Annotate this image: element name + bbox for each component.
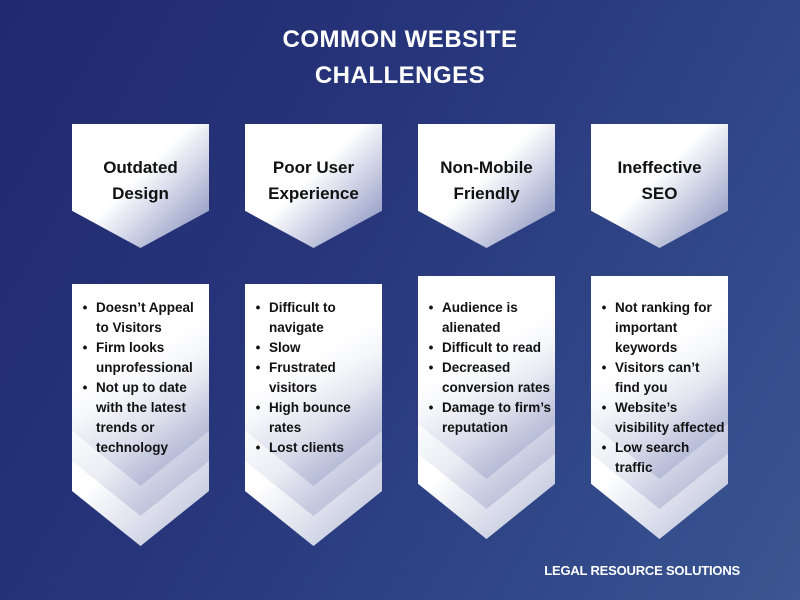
list-item-text: Visitors can’t find you — [615, 360, 700, 395]
list-item-text: Firm looks unprofessional — [96, 340, 193, 375]
list-item-text: Slow — [269, 340, 301, 355]
chevron-layer — [591, 276, 728, 509]
bullet-icon: • — [255, 400, 261, 415]
bullet-icon: • — [255, 360, 261, 375]
title-line-1: COMMON WEBSITE — [282, 26, 518, 53]
list-chevron-ineffective-seo: • Not ranking for important keywords • Vis… — [591, 276, 728, 539]
list-item: • High bounce rates — [256, 398, 382, 438]
list-item: • Website’s visibility affected — [602, 398, 728, 438]
list-item: • Not up to date with the latest trends o… — [83, 378, 209, 458]
list-item: • Not ranking for important keywords — [602, 298, 728, 358]
list-chevron-outdated-design: • Doesn’t Appeal to Visitors • Firm looks … — [72, 284, 209, 546]
list-item: • Frustrated visitors — [256, 358, 382, 398]
list-item: • Doesn’t Appeal to Visitors — [83, 298, 209, 338]
heading-line-2: Design — [112, 184, 169, 203]
heading-line-2: Friendly — [453, 184, 520, 203]
list-item: • Damage to firm’s reputation — [429, 398, 555, 438]
challenge-list: • Not ranking for important keywords • Vis… — [591, 276, 728, 478]
list-item: • Decreased conversion rates — [429, 358, 555, 398]
heading-line-1: Non-Mobile — [440, 158, 533, 177]
list-item-text: Frustrated visitors — [269, 360, 336, 395]
bullet-icon: • — [601, 300, 607, 315]
list-item: • Firm looks unprofessional — [83, 338, 209, 378]
bullet-icon: • — [601, 360, 607, 375]
heading-chevron-ineffective-seo: Ineffective SEO — [591, 124, 728, 248]
bullet-icon: • — [82, 380, 88, 395]
list-item: • Lost clients — [256, 438, 382, 458]
list-item-text: High bounce rates — [269, 400, 351, 435]
title-line-2: CHALLENGES — [314, 62, 486, 89]
heading-chevron-poor-user-experience: Poor User Experience — [245, 124, 382, 248]
list-item-text: Doesn’t Appeal to Visitors — [96, 300, 194, 335]
brand-footer: LEGAL RESOURCE SOLUTIONS — [544, 563, 740, 578]
list-item-text: Decreased conversion rates — [442, 360, 551, 395]
bullet-icon: • — [255, 300, 261, 315]
bullet-icon: • — [82, 300, 88, 315]
heading-label: Ineffective SEO — [591, 155, 728, 207]
list-item-text: Website’s visibility affected — [615, 400, 725, 435]
bullet-icon: • — [82, 340, 88, 355]
heading-line-2: SEO — [641, 184, 678, 203]
chevron-layer — [72, 284, 209, 516]
list-chevron-non-mobile-friendly: • Audience is alienated • Difficult to rea… — [418, 276, 555, 539]
chevron-layer — [418, 276, 555, 509]
list-item-text: Difficult to read — [442, 340, 542, 355]
bullet-icon: • — [428, 400, 434, 415]
bullet-icon: • — [428, 300, 434, 315]
list-item: • Difficult to navigate — [256, 298, 382, 338]
heading-chevron-outdated-design: Outdated Design — [72, 124, 209, 248]
list-item-text: Not ranking for important keywords — [615, 300, 712, 355]
bullet-icon: • — [428, 360, 434, 375]
list-item-text: Damage to firm’s reputation — [442, 400, 552, 435]
page-title: COMMON WEBSITE CHALLENGES — [0, 22, 800, 94]
heading-label: Non-Mobile Friendly — [418, 155, 555, 207]
bullet-icon: • — [601, 400, 607, 415]
list-item-text: Lost clients — [269, 440, 345, 455]
bullet-icon: • — [255, 440, 261, 455]
heading-line-2: Experience — [268, 184, 359, 203]
heading-chevron-non-mobile-friendly: Non-Mobile Friendly — [418, 124, 555, 248]
list-chevron-poor-user-experience: • Difficult to navigate • Slow • Frustrated… — [245, 284, 382, 546]
list-item: • Visitors can’t find you — [602, 358, 728, 398]
list-item: • Audience is alienated — [429, 298, 555, 338]
heading-label: Poor User Experience — [245, 155, 382, 207]
list-item: • Slow — [256, 338, 382, 358]
heading-line-1: Ineffective — [617, 158, 702, 177]
list-item-text: Low search traffic — [615, 440, 690, 475]
challenge-list: • Doesn’t Appeal to Visitors • Firm looks … — [72, 284, 209, 458]
heading-line-1: Poor User — [272, 158, 355, 177]
bullet-icon: • — [601, 440, 607, 455]
challenge-list: • Difficult to navigate • Slow • Frustrated… — [245, 284, 382, 458]
heading-label: Outdated Design — [72, 155, 209, 207]
challenge-list: • Audience is alienated • Difficult to rea… — [418, 276, 555, 438]
list-item-text: Audience is alienated — [442, 300, 518, 335]
bullet-icon: • — [255, 340, 261, 355]
list-item-text: Not up to date with the latest trends or… — [96, 380, 187, 455]
heading-line-1: Outdated — [103, 158, 178, 177]
chevron-layer — [245, 284, 382, 516]
list-item-text: Difficult to navigate — [269, 300, 336, 335]
list-item: • Low search traffic — [602, 438, 728, 478]
bullet-icon: • — [428, 340, 434, 355]
list-item: • Difficult to read — [429, 338, 555, 358]
